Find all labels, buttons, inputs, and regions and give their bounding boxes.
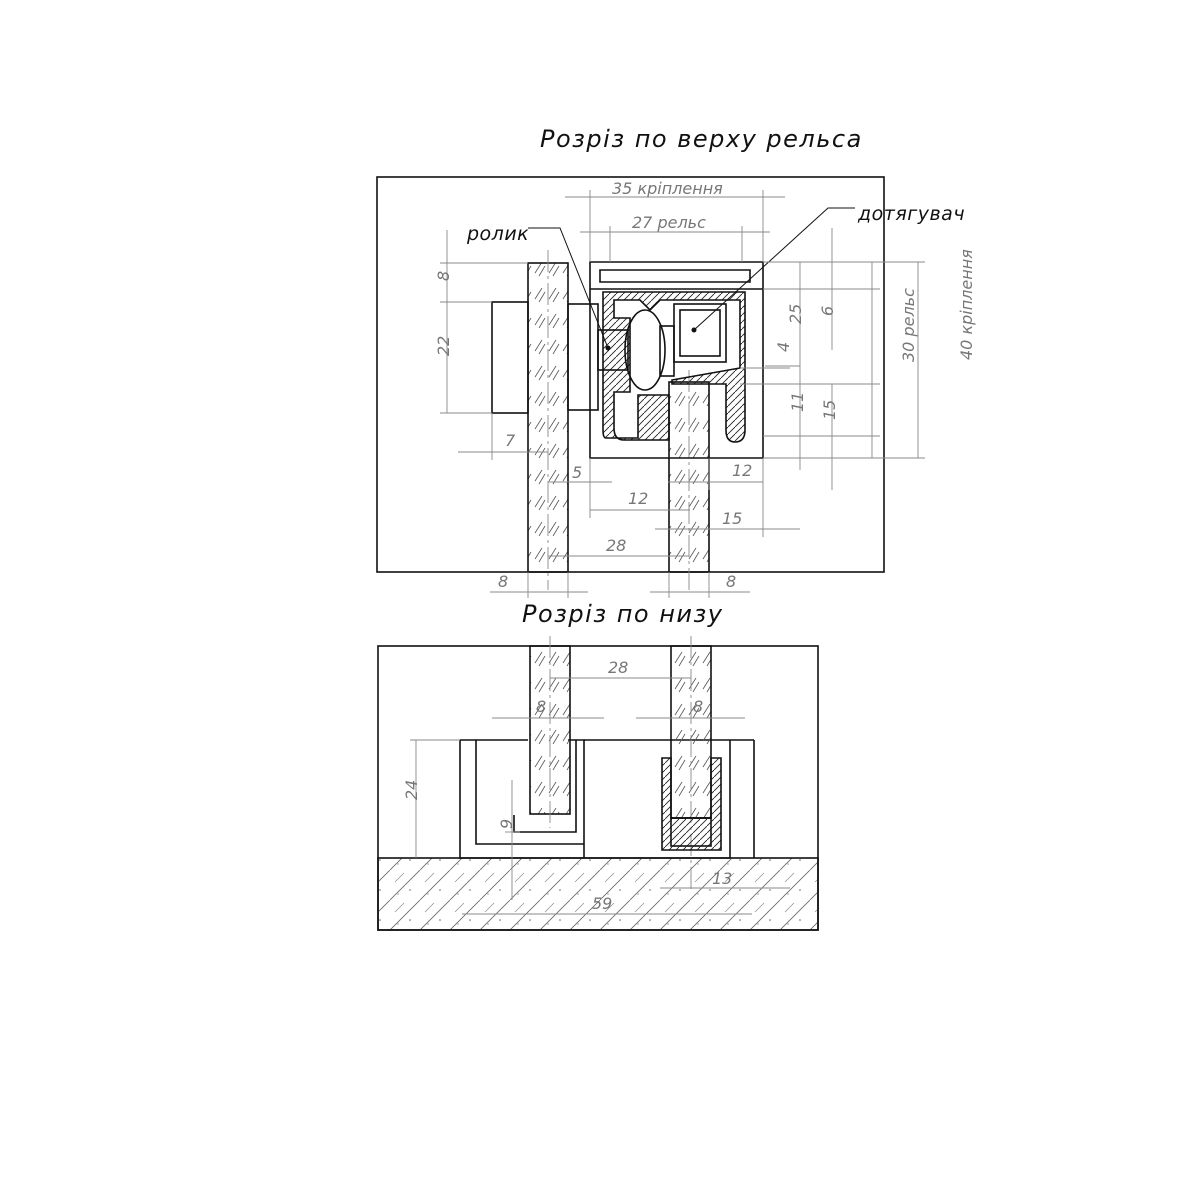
- right-guide-insert: [670, 817, 712, 847]
- tensioner-block: [673, 303, 727, 363]
- dim-30-rail: 30 рельс: [899, 288, 918, 362]
- bottom-section-title: Розріз по низу: [522, 600, 723, 628]
- dim-59: 59: [592, 894, 612, 913]
- left-u-channel-inner: [475, 740, 584, 845]
- dim-15-right: 15: [820, 400, 839, 420]
- tensioner-leader-dot: [691, 327, 697, 333]
- dim-11: 11: [788, 392, 807, 412]
- dim-8-bottom-left: 8: [498, 572, 508, 591]
- dim-25: 25: [786, 304, 805, 324]
- top-section-frame: [376, 176, 885, 573]
- right-guide-hatched: [661, 757, 722, 851]
- dim-12-right: 12: [732, 461, 752, 480]
- dim-6: 6: [818, 306, 837, 316]
- roller-bracket: [567, 303, 599, 411]
- roller-label: ролик: [466, 223, 529, 245]
- floor-hatched: [377, 857, 819, 931]
- dim-13: 13: [712, 869, 732, 888]
- dim-5: 5: [572, 463, 582, 482]
- dim-4: 4: [774, 342, 793, 352]
- tensioner-leader: [693, 207, 855, 331]
- roller-leader: [528, 227, 609, 349]
- top-section-title: Розріз по верху рельса: [540, 125, 863, 153]
- dim-28-bottom: 28: [608, 658, 628, 677]
- dim-40-mount: 40 кріплення: [957, 249, 976, 360]
- dim-27-rail: 27 рельс: [632, 213, 706, 232]
- roller-axle: [597, 329, 629, 371]
- wall-mount-block: [491, 301, 529, 414]
- dim-7: 7: [505, 431, 516, 450]
- dim-8-bottom-right: 8: [726, 572, 736, 591]
- dim-8-lower-right: 8: [693, 697, 703, 716]
- rail-hatched-body: [602, 291, 746, 443]
- tensioner-label: дотягувач: [857, 203, 965, 225]
- dim-9: 9: [497, 819, 516, 829]
- roller-leader-dot: [605, 345, 611, 351]
- roller-wheel: [624, 309, 666, 391]
- dim-12-mid: 12: [628, 489, 648, 508]
- dim-24: 24: [402, 780, 421, 800]
- dim-8-lower-left: 8: [536, 697, 546, 716]
- dim-15-bottom: 15: [722, 509, 742, 528]
- dim-35-mount: 35 кріплення: [612, 179, 723, 198]
- tensioner-inner: [679, 309, 721, 357]
- dim-22: 22: [434, 336, 453, 356]
- dim-8-left: 8: [434, 271, 453, 281]
- dim-28-top: 28: [606, 536, 626, 555]
